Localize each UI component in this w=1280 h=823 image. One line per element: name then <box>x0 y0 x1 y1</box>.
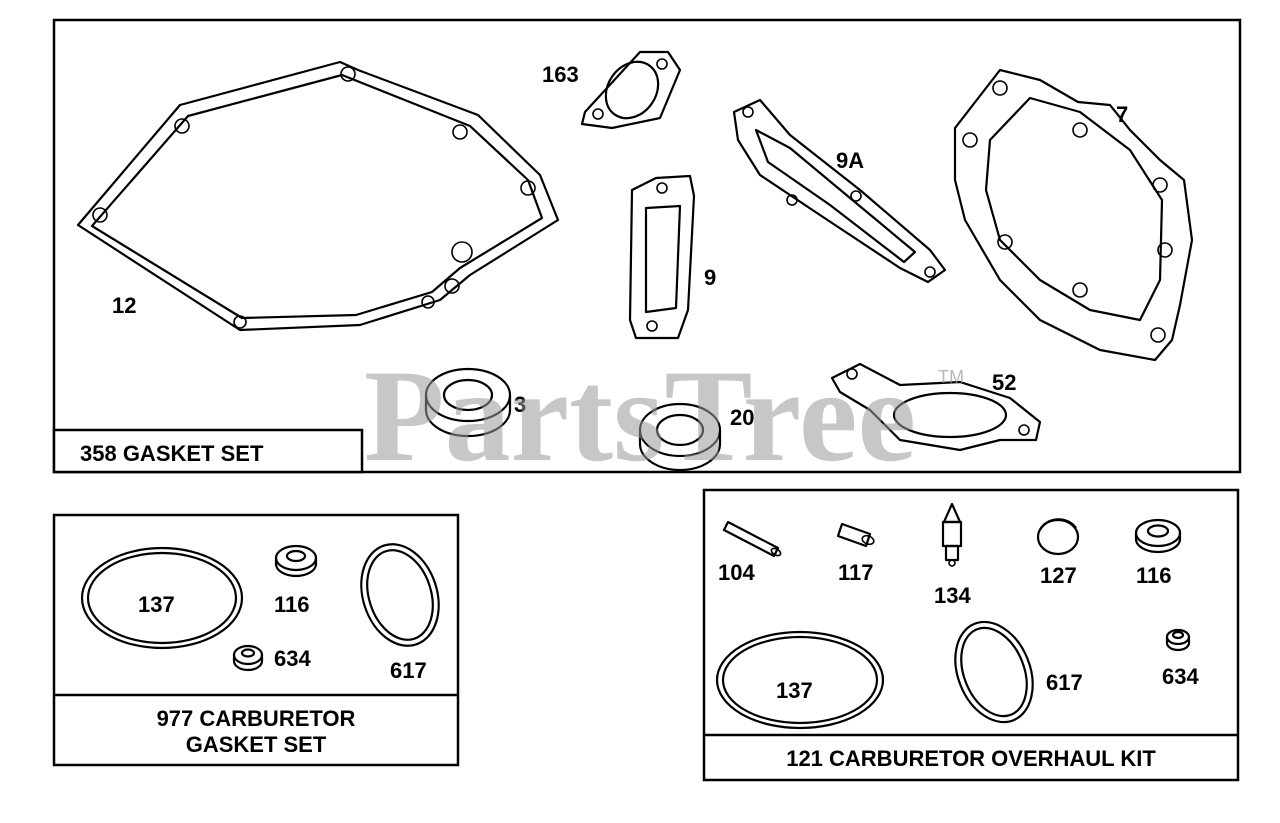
part-3-label: 3 <box>514 392 526 417</box>
part-12-gasket-drawing <box>76 60 560 332</box>
kit-part-104-label: 104 <box>718 560 755 585</box>
overhaul-kit-panel: 121 CARBURETOR OVERHAUL KIT 104 117 134 … <box>702 488 1240 782</box>
part-9a-label: 9A <box>836 148 864 173</box>
carb-part-634-label: 634 <box>274 646 311 671</box>
parts-tree-watermark: PartsTree <box>364 342 916 489</box>
part-7-gasket-drawing <box>953 68 1194 362</box>
kit-part-116-label: 116 <box>1136 563 1172 588</box>
kit-part-116-washer-drawing <box>1134 518 1182 554</box>
part-7-label: 7 <box>1116 102 1128 127</box>
carb-part-116-washer-drawing <box>274 544 318 578</box>
part-9-label: 9 <box>704 265 716 290</box>
carb-part-617-ring-drawing <box>360 543 440 647</box>
watermark-trademark: TM <box>938 367 964 387</box>
carb-part-634-washer-drawing <box>232 644 264 672</box>
gasket-set-title: 358 GASKET SET <box>80 441 264 466</box>
part-52-gasket-drawing <box>830 362 1042 452</box>
kit-part-137-label: 137 <box>776 678 813 703</box>
kit-part-127-plug-drawing <box>1036 518 1080 556</box>
overhaul-kit-frame <box>702 488 1240 782</box>
carb-part-617-label: 617 <box>390 658 427 683</box>
part-163-label: 163 <box>542 62 579 87</box>
kit-part-617-label: 617 <box>1046 670 1083 695</box>
carb-gasket-set-title-line1: 977 CARBURETOR <box>157 706 356 731</box>
kit-part-617-ring-drawing <box>954 620 1034 724</box>
gasket-set-frame <box>52 18 1242 474</box>
carb-part-116-label: 116 <box>274 592 310 617</box>
kit-part-137-ring-drawing <box>715 630 885 730</box>
part-12-label: 12 <box>112 293 136 318</box>
kit-part-634-label: 634 <box>1162 664 1199 689</box>
carb-gasket-set-title-line2: GASKET SET <box>186 732 327 757</box>
carb-gasket-set-panel: 977 CARBURETOR GASKET SET 137 116 634 61… <box>52 513 460 767</box>
gasket-set-title-box <box>52 428 364 474</box>
overhaul-kit-title: 121 CARBURETOR OVERHAUL KIT <box>786 746 1156 771</box>
kit-part-117-tube-drawing <box>836 522 875 548</box>
part-52-label: 52 <box>992 370 1016 395</box>
kit-part-127-label: 127 <box>1040 563 1077 588</box>
kit-part-117-label: 117 <box>838 560 874 585</box>
kit-part-134-needle-drawing <box>941 502 963 567</box>
part-9-gasket-drawing <box>628 174 696 340</box>
gasket-set-panel: 358 GASKET SET 12 163 <box>52 18 1242 474</box>
carb-part-137-label: 137 <box>138 592 175 617</box>
kit-part-104-pin-drawing <box>722 520 782 558</box>
part-20-label: 20 <box>730 405 754 430</box>
part-3-seal-drawing <box>424 367 512 438</box>
part-9a-gasket-drawing <box>732 98 947 284</box>
kit-part-134-label: 134 <box>934 583 971 608</box>
carb-part-137-ring-drawing <box>80 546 244 650</box>
part-20-seal-drawing <box>638 402 722 472</box>
kit-part-634-washer-drawing <box>1165 628 1191 652</box>
part-163-gasket-drawing <box>580 50 682 130</box>
carb-gasket-set-frame <box>52 513 460 767</box>
